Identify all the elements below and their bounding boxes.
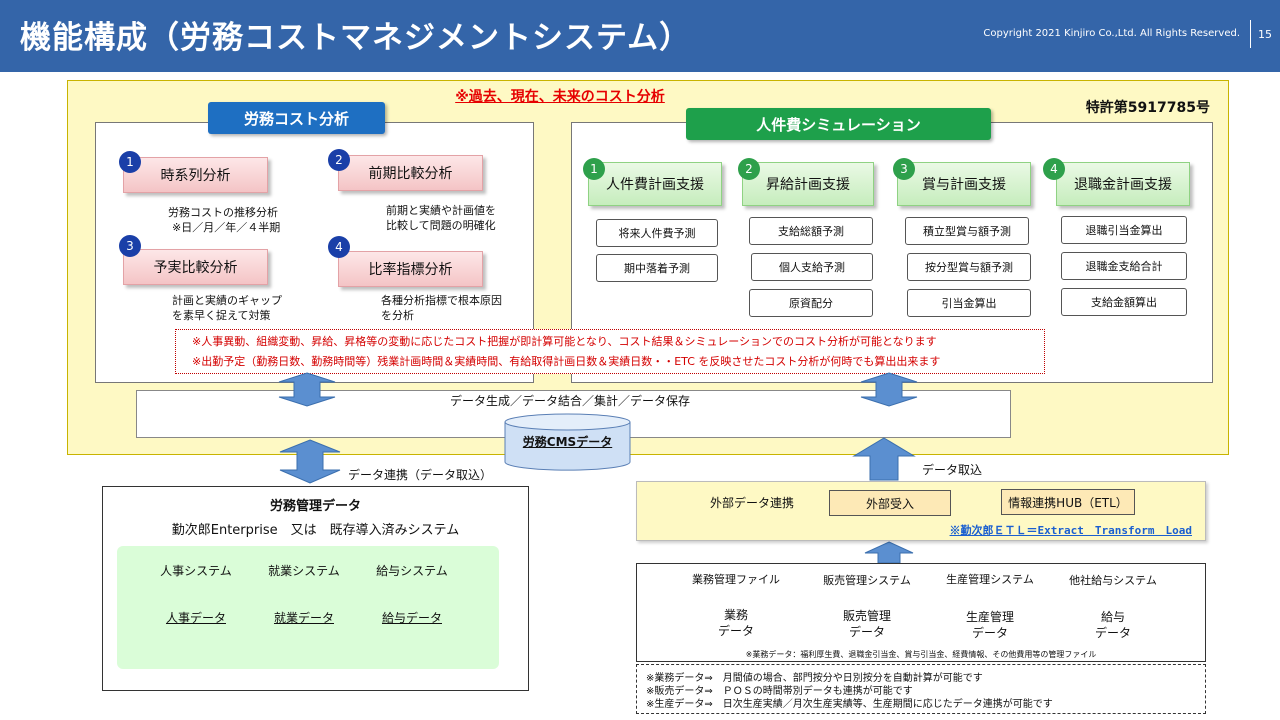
sim-sub-item: 積立型賞与額予測 bbox=[905, 217, 1029, 245]
etl-hub: 情報連携HUB（ETL） bbox=[1001, 489, 1135, 515]
sim-sub-item: 期中落着予測 bbox=[596, 254, 718, 282]
analysis-desc: 比較して問題の明確化 bbox=[386, 219, 496, 232]
source-name: 他社給与システム bbox=[1069, 574, 1157, 587]
data-sources-box bbox=[636, 563, 1206, 662]
cms-label: 労務CMSデータ bbox=[522, 435, 613, 449]
sim-sub-item: 退職金支給合計 bbox=[1061, 252, 1187, 280]
sim-sub-item: 個人支給予測 bbox=[751, 253, 873, 281]
system-name: 人事システム bbox=[160, 564, 232, 578]
source-name: 生産管理システム bbox=[946, 573, 1034, 586]
source-name: 業務管理ファイル bbox=[692, 573, 780, 586]
double-arrow bbox=[279, 439, 341, 484]
analysis-budget-actual: 予実比較分析 bbox=[123, 249, 268, 285]
page-number: 15 bbox=[1258, 28, 1272, 41]
page-title: 機能構成（労務コストマネジメントシステム） bbox=[20, 20, 692, 56]
process-label: データ生成／データ結合／集計／データ保存 bbox=[449, 394, 690, 408]
system-data: 就業データ bbox=[273, 611, 334, 625]
analysis-ratio: 比率指標分析 bbox=[338, 251, 483, 287]
etl-note: ※勤次郎ＥＴＬ＝Extract Transform Load bbox=[949, 524, 1192, 537]
cms-cylinder bbox=[504, 413, 631, 471]
external-intake: 外部受入 bbox=[829, 490, 951, 516]
labor-data-subtitle: 勤次郎Enterprise 又は 既存導入済みシステム bbox=[171, 523, 460, 538]
system-name: 給与システム bbox=[376, 564, 448, 578]
up-arrow bbox=[852, 437, 916, 481]
sim-sub-item: 原資配分 bbox=[749, 289, 873, 317]
external-link-label: 外部データ連携 bbox=[710, 496, 795, 510]
sim-sub-item: 支給総額予測 bbox=[749, 217, 873, 245]
header-divider bbox=[1250, 20, 1251, 48]
analysis-desc: 計画と実績のギャップ bbox=[172, 294, 282, 307]
analysis-timeseries: 時系列分析 bbox=[123, 157, 268, 193]
bottom-note: ※生産データ⇒ 日次生産実績／月次生産実績等、生産期間に応じたデータ連携が可能で… bbox=[646, 699, 1053, 710]
top-note: ※過去、現在、未来のコスト分析 bbox=[455, 89, 665, 105]
number-badge: 4 bbox=[1043, 158, 1065, 180]
business-data-note: ※業務データ：福利厚生費、退職金引当金、賞与引当金、経費情報、その他費用等の管理… bbox=[745, 650, 1097, 659]
sim-sub-item: 退職引当金算出 bbox=[1061, 216, 1187, 244]
sim-sub-item: 按分型賞与額予測 bbox=[907, 253, 1031, 281]
analysis-desc: ※日／月／年／４半期 bbox=[172, 221, 281, 234]
number-badge: 4 bbox=[328, 236, 350, 258]
analysis-desc: を分析 bbox=[381, 309, 414, 322]
sim-retirement: 退職金計画支援 bbox=[1056, 162, 1190, 206]
labor-data-title: 労務管理データ bbox=[269, 499, 361, 514]
source-data: データ bbox=[971, 626, 1008, 640]
number-badge: 1 bbox=[583, 158, 605, 180]
source-data: 生産管理 bbox=[965, 610, 1014, 624]
analysis-prior-period: 前期比較分析 bbox=[338, 155, 483, 191]
patent-number: 特許第5917785号 bbox=[1085, 100, 1210, 116]
double-arrow bbox=[860, 372, 918, 407]
data-link-label: データ連携（データ取込） bbox=[348, 468, 493, 482]
number-badge: 2 bbox=[738, 158, 760, 180]
simulation-title: 人件費シミュレーション bbox=[686, 108, 991, 140]
system-data: 給与データ bbox=[381, 611, 442, 625]
number-badge: 3 bbox=[893, 158, 915, 180]
source-data: 販売管理 bbox=[842, 609, 891, 623]
red-notes-box bbox=[175, 329, 1045, 374]
source-data: データ bbox=[848, 625, 885, 639]
systems-area bbox=[117, 546, 499, 669]
number-badge: 1 bbox=[119, 151, 141, 173]
analysis-desc: 前期と実績や計画値を bbox=[386, 204, 496, 217]
bottom-note: ※販売データ⇒ ＰＯＳの時間帯別データも連携が可能です bbox=[646, 686, 913, 697]
bottom-note: ※業務データ⇒ 月間値の場合、部門按分や日別按分を自動計算が可能です bbox=[646, 673, 983, 684]
source-data: データ bbox=[717, 624, 754, 638]
sim-personnel-cost: 人件費計画支援 bbox=[588, 162, 722, 206]
up-arrow bbox=[864, 541, 914, 564]
number-badge: 2 bbox=[328, 149, 350, 171]
sim-sub-item: 引当金算出 bbox=[907, 289, 1031, 317]
copyright-text: Copyright 2021 Kinjiro Co.,Ltd. All Righ… bbox=[983, 28, 1240, 39]
double-arrow bbox=[278, 372, 336, 407]
sim-bonus: 賞与計画支援 bbox=[897, 162, 1031, 206]
number-badge: 3 bbox=[119, 235, 141, 257]
system-name: 就業システム bbox=[268, 564, 340, 578]
sim-raise: 昇給計画支援 bbox=[742, 162, 874, 206]
bottom-notes-box bbox=[636, 664, 1206, 714]
source-data: データ bbox=[1094, 626, 1131, 640]
red-note: ※人事異動、組織変動、昇給、昇格等の変動に応じたコスト把握が即計算可能となり、コ… bbox=[192, 335, 937, 348]
system-data: 人事データ bbox=[165, 611, 226, 625]
analysis-desc: を素早く捉えて対策 bbox=[172, 309, 271, 322]
header-bar bbox=[0, 0, 1280, 72]
red-note: ※出勤予定（勤務日数、勤務時間等）残業計画時間＆実績時間、有給取得計画日数＆実績… bbox=[192, 355, 941, 368]
analysis-desc: 各種分析指標で根本原因 bbox=[381, 294, 502, 307]
sim-sub-item: 将来人件費予測 bbox=[596, 219, 718, 247]
data-intake-label: データ取込 bbox=[922, 463, 983, 477]
source-data: 業務 bbox=[723, 608, 748, 622]
source-data: 給与 bbox=[1100, 610, 1125, 624]
sim-sub-item: 支給金額算出 bbox=[1061, 288, 1187, 316]
cost-analysis-title: 労務コスト分析 bbox=[208, 102, 385, 134]
analysis-desc: 労務コストの推移分析 bbox=[168, 206, 278, 219]
source-name: 販売管理システム bbox=[823, 574, 911, 587]
